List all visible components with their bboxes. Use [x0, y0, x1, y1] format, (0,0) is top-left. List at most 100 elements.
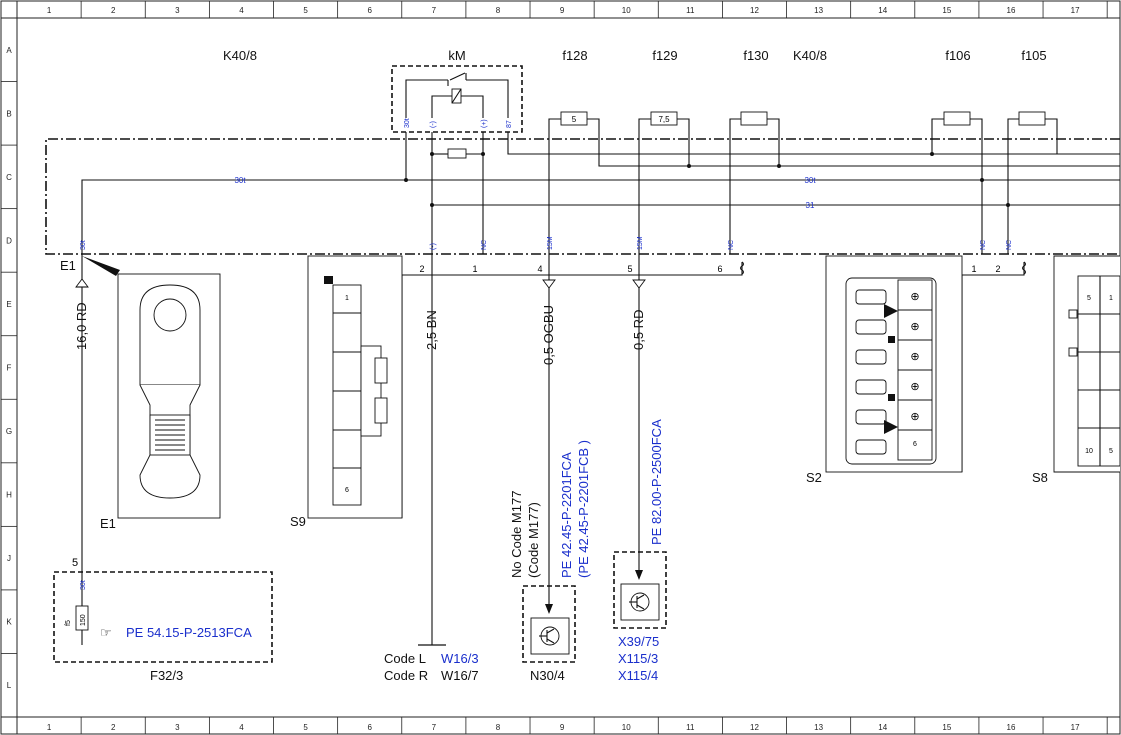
ref-w16-7: W16/7 — [441, 668, 479, 683]
n30-4-box — [522, 585, 576, 663]
grid-row-E: E — [6, 300, 11, 309]
pin-km-87: 87 — [506, 120, 513, 128]
label-k40-8-left: K40/8 — [223, 48, 257, 63]
bus-label-30t-right: 30t — [804, 176, 816, 185]
ref-pe-82[interactable]: PE 82.00-P-2500FCA — [649, 419, 664, 545]
pin-nc-2: NC — [728, 240, 735, 250]
pin-15m-2: 15M — [637, 236, 644, 250]
bus-label-31: 31 — [806, 201, 815, 210]
grid-col-15-top: 15 — [942, 6, 951, 15]
label-f32-3: F32/3 — [150, 668, 183, 683]
grid-col-11-bottom: 11 — [686, 723, 695, 732]
label-e1-top: E1 — [60, 258, 76, 273]
fuse-f105 — [1018, 111, 1046, 126]
grid-row-B: B — [6, 109, 11, 118]
grid-col-3-bottom: 3 — [175, 723, 180, 732]
internal-wiring — [81, 132, 1120, 254]
pin-nc-4: NC — [1006, 240, 1013, 250]
grid-row-K: K — [6, 618, 12, 627]
s8-switch-block — [1068, 275, 1121, 467]
conn-num-5: 5 — [627, 264, 632, 274]
label-s2: S2 — [806, 470, 822, 485]
grid-col-6-top: 6 — [367, 6, 372, 15]
ref-pe-42[interactable]: PE 42.45-P-2201FCA — [559, 452, 574, 578]
grid-col-4-top: 4 — [239, 6, 244, 15]
wire-label-0-5-ogbu: 0,5 OGBU — [541, 305, 556, 365]
grid-col-14-top: 14 — [878, 6, 887, 15]
grid-row-A: A — [6, 46, 12, 55]
grid-row-D: D — [6, 236, 12, 245]
grid-col-1-top: 1 — [47, 6, 52, 15]
ref-pe-54[interactable]: PE 54.15-P-2513FCA — [126, 625, 252, 640]
grid-column-labels: 1122334455667788991010111112121313141415… — [47, 1, 1108, 734]
ref-x39-75[interactable]: X39/75 — [618, 634, 659, 649]
grid-col-9-bottom: 9 — [560, 723, 565, 732]
grid-col-12-bottom: 12 — [750, 723, 759, 732]
pin-f32-30t: 30t — [80, 580, 87, 590]
code-r: Code R — [384, 668, 428, 683]
label-n30-4: N30/4 — [530, 668, 565, 683]
grid-col-4-bottom: 4 — [239, 723, 244, 732]
s8-pos-10: 10 — [1085, 448, 1093, 455]
grid-col-14-bottom: 14 — [878, 723, 887, 732]
wire-label-0-5-rd: 0,5 RD — [631, 310, 646, 350]
grid-col-2-bottom: 2 — [111, 723, 116, 732]
ref-x115-3[interactable]: X115/3 — [618, 651, 658, 666]
grid-col-5-top: 5 — [303, 6, 308, 15]
label-km: kM — [448, 48, 465, 63]
label-k40-8-right: K40/8 — [793, 48, 827, 63]
text-no-code-m177: No Code M177 — [509, 491, 524, 578]
ref-w16-3[interactable]: W16/3 — [441, 651, 479, 666]
grid-col-10-top: 10 — [622, 6, 631, 15]
label-f130: f130 — [743, 48, 768, 63]
pin-15m-1: 15M — [547, 236, 554, 250]
km-relay-box — [391, 65, 523, 133]
grid-row-F: F — [7, 364, 12, 373]
grid-col-12-top: 12 — [750, 6, 759, 15]
pin-nc-3: NC — [980, 240, 987, 250]
km-relay-symbol — [405, 72, 509, 118]
conn-num-e1-5: 5 — [72, 557, 78, 569]
transistor-icon-2 — [620, 583, 660, 621]
grid-row-H: H — [6, 491, 12, 500]
grid-col-5-bottom: 5 — [303, 723, 308, 732]
grid-col-10-bottom: 10 — [622, 723, 631, 732]
svg-text:⊕: ⊕ — [910, 381, 919, 393]
wire-label-16-rd: 16,0 RD — [74, 302, 89, 350]
conn-num-6: 6 — [717, 264, 722, 274]
grid-row-L: L — [7, 681, 12, 690]
grid-col-9-top: 9 — [560, 6, 565, 15]
label-s8: S8 — [1032, 470, 1048, 485]
module-boundary — [45, 138, 1120, 255]
s8-pos-5b: 5 — [1109, 448, 1113, 455]
s2-pos-6: 6 — [913, 441, 917, 448]
grid-col-7-bottom: 7 — [432, 723, 437, 732]
rd-connector-arrow — [632, 279, 646, 289]
grid-col-8-top: 8 — [496, 6, 501, 15]
grid-col-3-top: 3 — [175, 6, 180, 15]
fuse-f106 — [943, 111, 971, 126]
pin-minus: (-) — [430, 243, 437, 250]
grid-col-16-bottom: 16 — [1007, 723, 1016, 732]
fuse-f130 — [740, 111, 768, 126]
conn-num-s2-2: 2 — [995, 264, 1000, 274]
pin-km-30t: 30t — [404, 118, 411, 128]
grid-col-6-bottom: 6 — [367, 723, 372, 732]
conn-num-4: 4 — [537, 264, 542, 274]
f32-3-box — [53, 571, 273, 663]
conn-num-1: 1 — [472, 264, 477, 274]
grid-row-J: J — [7, 554, 11, 563]
s9-switch-block — [324, 276, 388, 506]
conn-num-s2-1: 1 — [971, 264, 976, 274]
ref-x115-4[interactable]: X115/4 — [618, 668, 658, 683]
ref-pe-42b[interactable]: (PE 42.45-P-2201FCB ) — [576, 440, 591, 578]
grid-col-17-bottom: 17 — [1071, 723, 1080, 732]
transistor-icon — [530, 617, 570, 655]
s9-pos-6: 6 — [345, 487, 349, 494]
grid-col-13-bottom: 13 — [814, 723, 823, 732]
hand-pointer-icon: ☞ — [100, 625, 112, 640]
label-f128: f128 — [562, 48, 587, 63]
grid-col-2-top: 2 — [111, 6, 116, 15]
